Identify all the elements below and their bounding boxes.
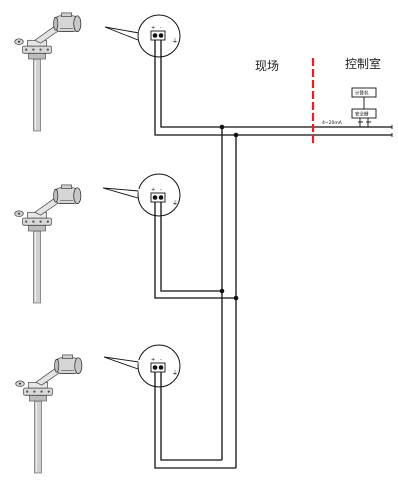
signal-label: 4~20mA bbox=[322, 120, 343, 126]
terminal-callout-1: + - ⏚ bbox=[104, 14, 181, 58]
terminal-minus-3: - bbox=[160, 357, 162, 363]
barrier-label: 安全栅 bbox=[355, 111, 369, 118]
barrier-box bbox=[351, 108, 377, 119]
junction-dot bbox=[233, 295, 239, 301]
terminal-minus-2: - bbox=[160, 187, 162, 193]
junction-dot bbox=[219, 124, 225, 130]
terminal-plus-2: + bbox=[151, 187, 155, 193]
transmitter-3 bbox=[15, 354, 83, 474]
ground-icon-2: ⏚ bbox=[172, 200, 178, 207]
control-room-devices: 计算机 安全栅 bbox=[351, 87, 377, 127]
wiring bbox=[154, 40, 392, 469]
terminal-callout-2: + - ⏚ bbox=[102, 173, 181, 217]
terminal-callout-3: + - ⏚ bbox=[103, 344, 181, 388]
junction-dot bbox=[233, 132, 239, 138]
computer-label: 计算机 bbox=[355, 90, 369, 97]
control-room-label: 控制室 bbox=[345, 56, 381, 71]
field-label: 现场 bbox=[255, 59, 279, 73]
ground-icon-1: ⏚ bbox=[172, 38, 178, 45]
terminal-plus-3: + bbox=[151, 357, 155, 363]
transmitter-2 bbox=[14, 184, 82, 304]
transmitter-1 bbox=[14, 12, 82, 132]
junction-dot bbox=[219, 288, 225, 294]
terminal-minus-1: - bbox=[160, 25, 162, 31]
ground-icon-3: ⏚ bbox=[172, 370, 178, 377]
terminal-plus-1: + bbox=[151, 25, 155, 31]
